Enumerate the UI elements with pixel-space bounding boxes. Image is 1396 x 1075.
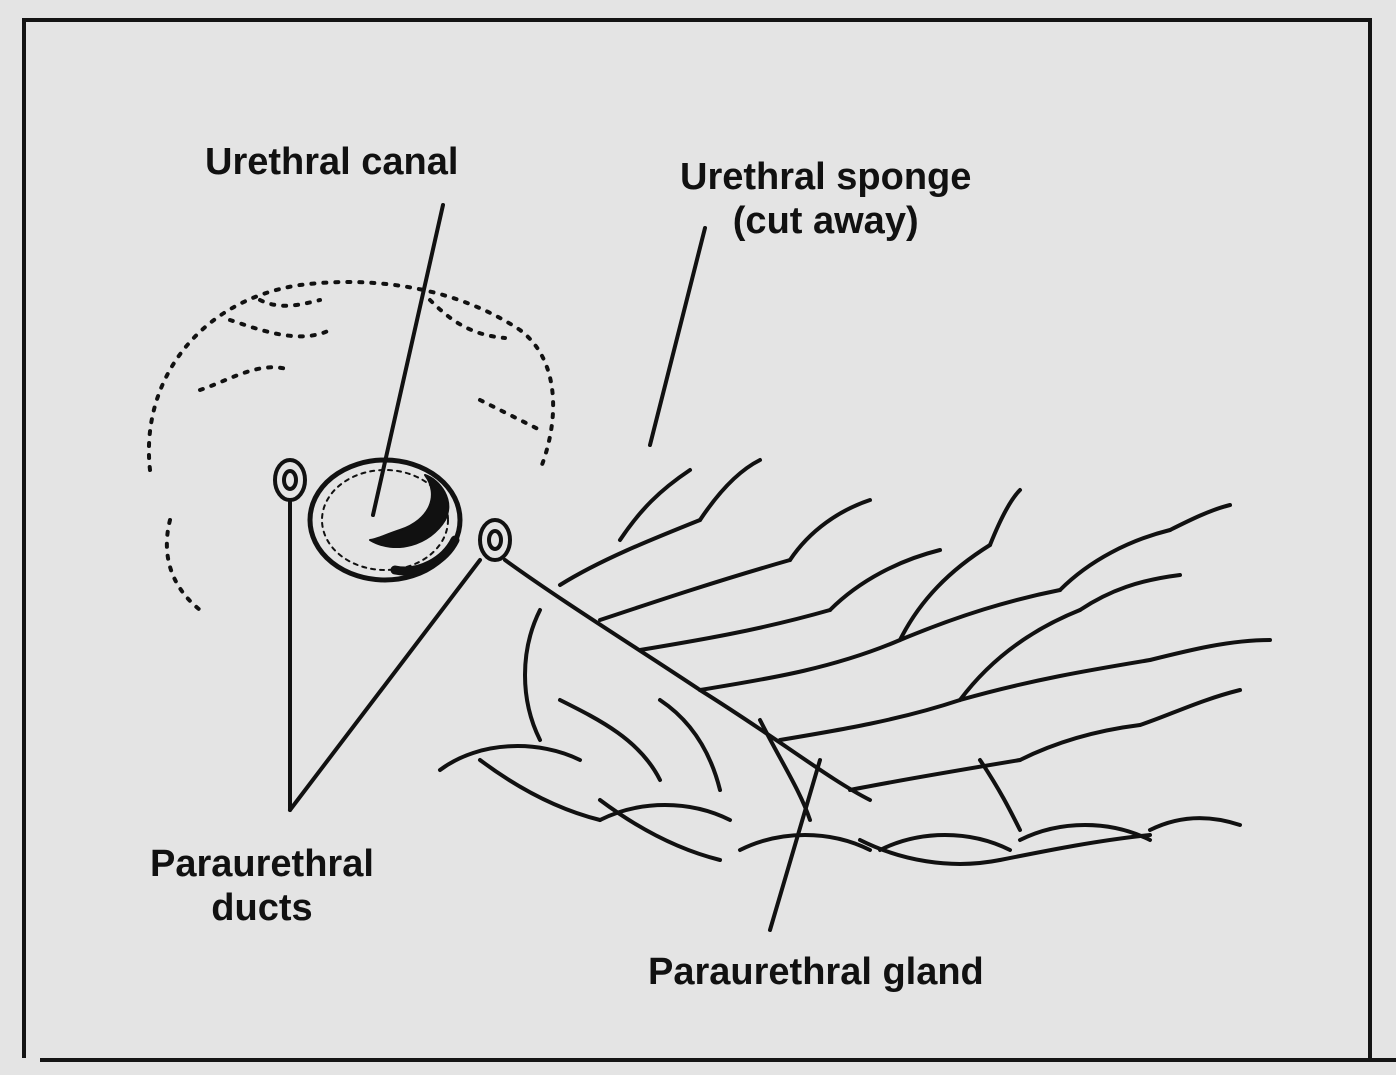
label-urethral-canal: Urethral canal	[205, 140, 458, 184]
label-paraurethral-ducts: Paraurethral ducts	[150, 842, 374, 930]
paraurethral-gland	[440, 460, 1270, 864]
label-urethral-sponge-line1: Urethral sponge	[680, 155, 971, 199]
leader-lines	[290, 205, 820, 930]
leader-ducts-right	[290, 560, 480, 810]
label-urethral-sponge: Urethral sponge (cut away)	[680, 155, 971, 243]
urethral-canal	[310, 460, 460, 580]
label-urethral-sponge-line2: (cut away)	[680, 199, 971, 243]
label-paraurethral-ducts-line1: Paraurethral	[150, 842, 374, 886]
leader-urethral-canal	[373, 205, 443, 515]
label-paraurethral-gland: Paraurethral gland	[648, 950, 984, 994]
label-paraurethral-ducts-line2: ducts	[150, 886, 374, 930]
leader-urethral-sponge	[650, 228, 705, 445]
